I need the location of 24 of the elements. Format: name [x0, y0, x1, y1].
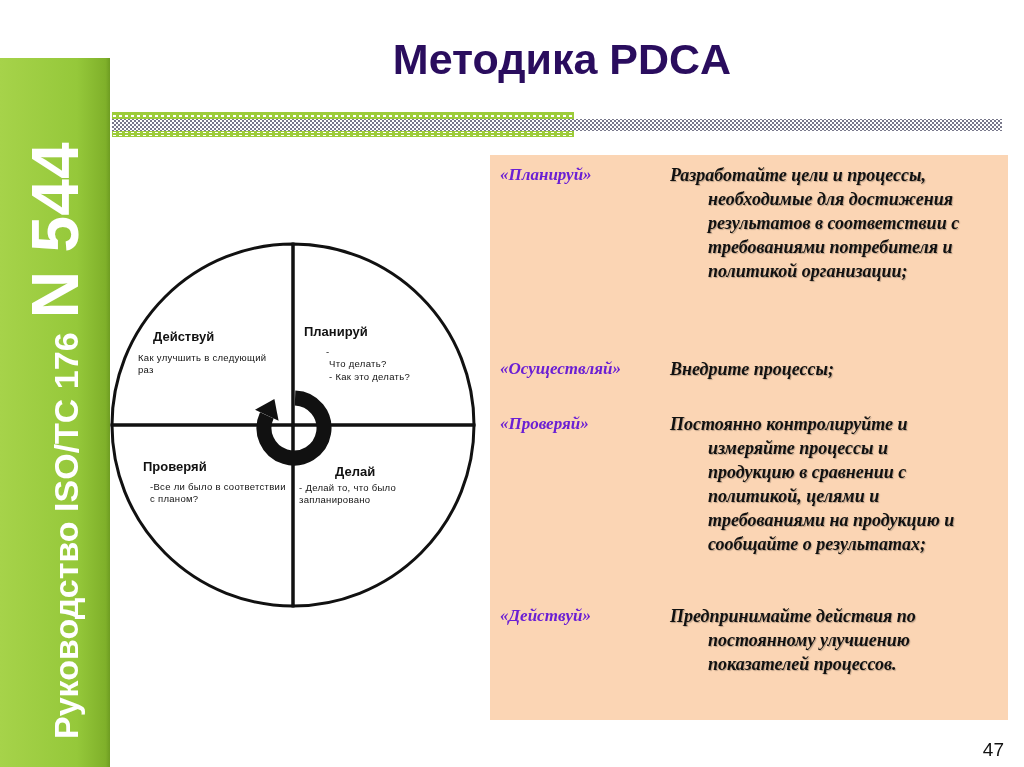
slide-title: Методика PDCA	[392, 34, 732, 84]
stage-note: - Как это делать?	[329, 371, 411, 383]
stage-description: Постоянно контролируйте и измеряйте процессы и продукцию в сравнении с политикой, целями и требованиями на продукцию и сообщайте о результатах;	[670, 413, 956, 556]
document-number: N 544	[18, 142, 92, 319]
stage-note: -Все ли было в соответствии с планом?	[150, 481, 287, 505]
stage-heading: Планируй	[304, 324, 368, 339]
side-banner	[0, 58, 110, 767]
banner-text: Руководство ISO/TC 176	[47, 332, 85, 739]
stage-term: «Планируй»	[500, 164, 592, 186]
page-number: 47	[982, 739, 1004, 761]
stage-note: - Делай то, что было запланировано	[299, 482, 398, 506]
stage-description: Внедрите процессы;	[670, 358, 835, 381]
stage-term: «Действуй»	[500, 605, 591, 627]
stage-heading: Проверяй	[143, 459, 207, 474]
stage-note: Как улучшить в следующий раз	[138, 352, 268, 376]
info-panel	[490, 155, 1008, 720]
stage-note: Что делать?	[329, 358, 387, 370]
stage-heading: Действуй	[153, 329, 215, 344]
stage-description: Разработайте цели и процессы, необходимые для достижения результатов в соответствии с требованиями потребителя и политикой организации;	[670, 164, 961, 283]
stage-heading: Делай	[335, 464, 376, 479]
stage-note: -	[326, 346, 330, 358]
stage-term: «Проверяй»	[500, 413, 589, 435]
stage-description: Предпринимайте действия по постоянному улучшению показателей процессов.	[670, 605, 917, 676]
stage-term: «Осуществляй»	[500, 358, 622, 380]
